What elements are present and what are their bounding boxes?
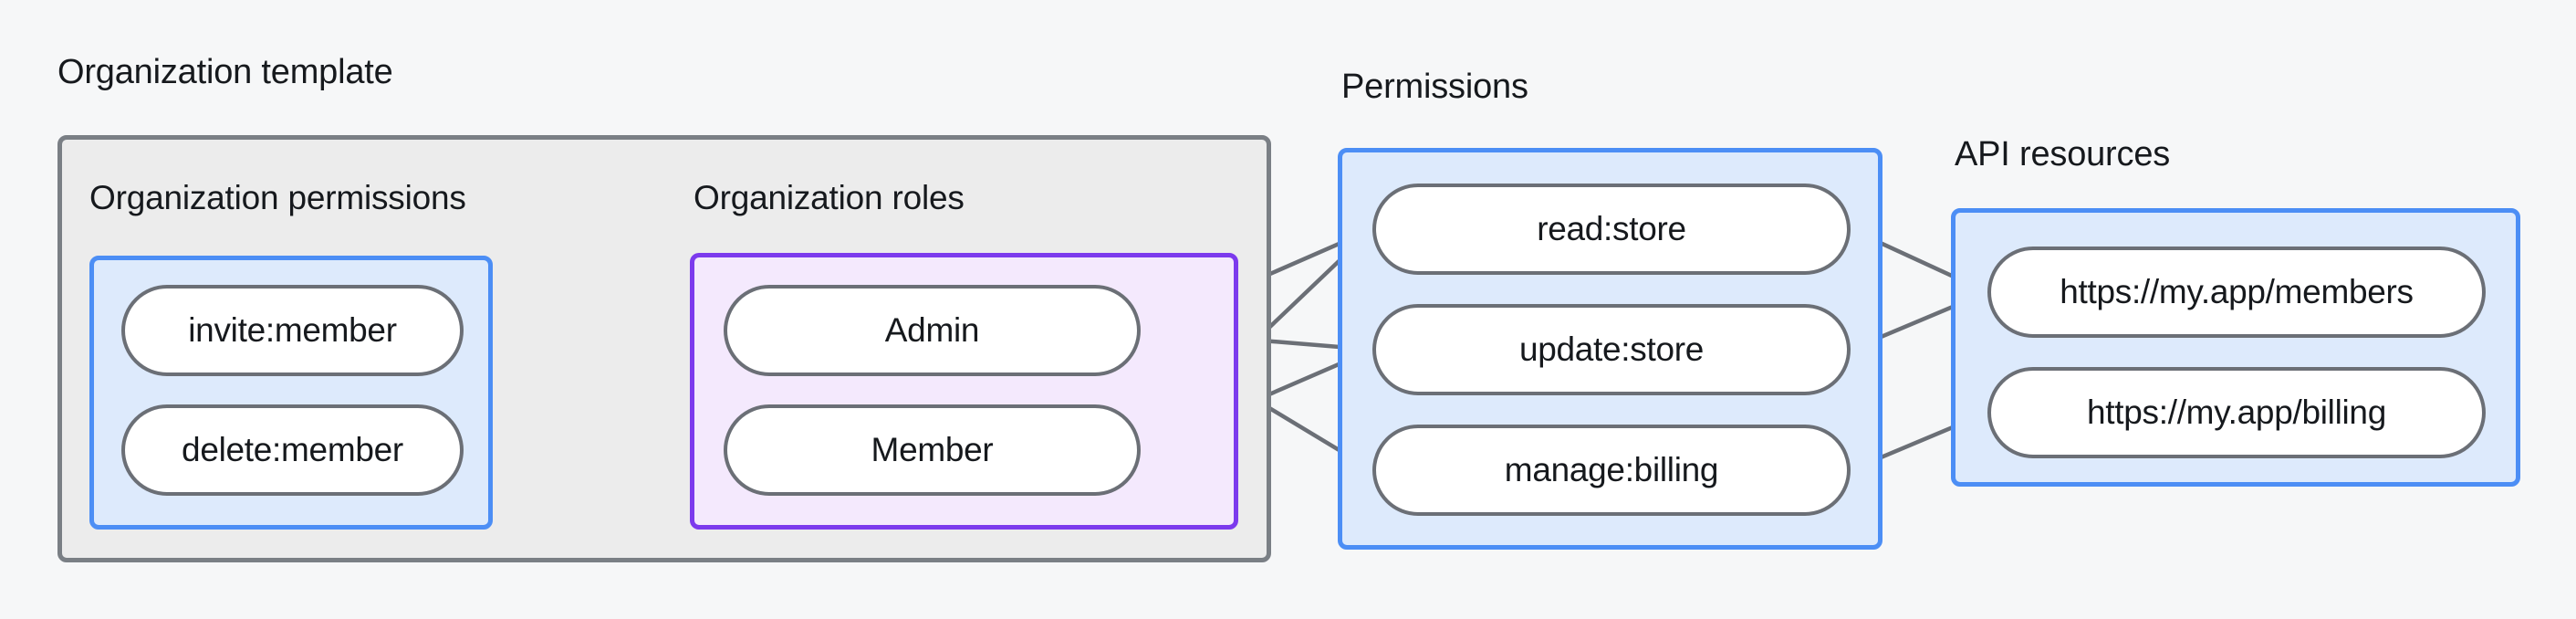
permissions-label: Permissions: [1341, 68, 1528, 106]
organization-roles-label: Organization roles: [694, 179, 965, 216]
node-delete-member[interactable]: delete:member: [121, 404, 464, 496]
node-read-store[interactable]: read:store: [1372, 184, 1851, 275]
organization-permissions-label: Organization permissions: [89, 179, 466, 216]
organization-template-label: Organization template: [57, 53, 393, 91]
node-member[interactable]: Member: [724, 404, 1141, 496]
node-admin[interactable]: Admin: [724, 285, 1141, 376]
node-update-store[interactable]: update:store: [1372, 304, 1851, 395]
node-invite-member[interactable]: invite:member: [121, 285, 464, 376]
node-members-url[interactable]: https://my.app/members: [1987, 247, 2486, 338]
api-resources-label: API resources: [1955, 135, 2171, 173]
node-billing-url[interactable]: https://my.app/billing: [1987, 367, 2486, 458]
node-manage-billing[interactable]: manage:billing: [1372, 425, 1851, 516]
